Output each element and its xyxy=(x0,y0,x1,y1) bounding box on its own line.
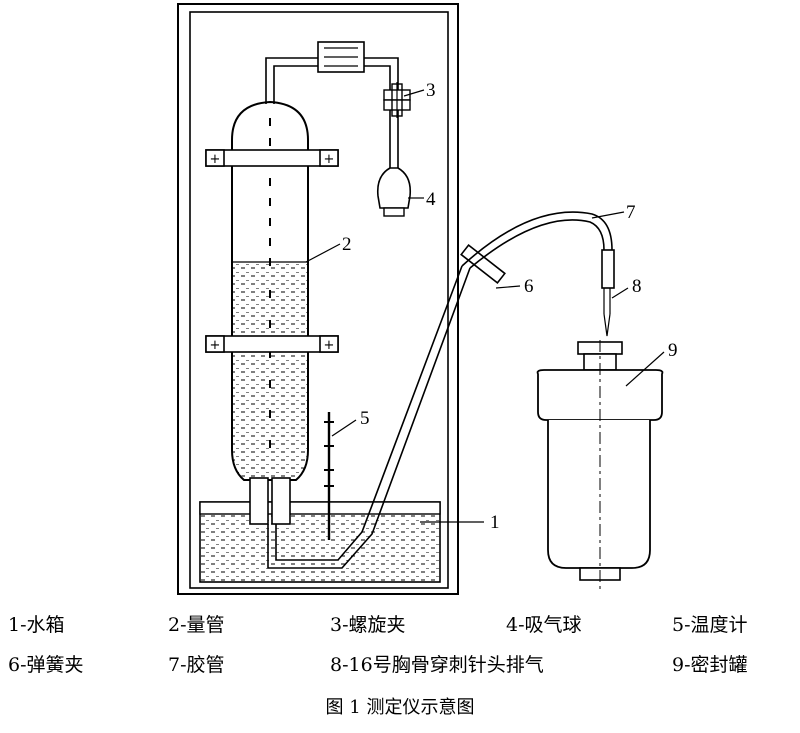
svg-text:+: + xyxy=(210,338,221,353)
suction-bulb xyxy=(376,167,412,217)
water-tank xyxy=(199,501,441,583)
measuring-tube xyxy=(231,57,318,525)
puncture-needle xyxy=(601,249,615,337)
legend-item-9: 9-密封罐 xyxy=(672,654,748,676)
leader-lines xyxy=(305,89,665,523)
lower-bracket: + + xyxy=(205,335,339,353)
top-connector xyxy=(317,41,399,196)
callout-4: 4 xyxy=(426,189,436,210)
callout-8: 8 xyxy=(632,276,642,297)
legend-item-3: 3-螺旋夹 xyxy=(330,614,406,636)
legend-item-6: 6-弹簧夹 xyxy=(8,654,84,676)
figure-caption: 图 1 测定仪示意图 xyxy=(325,697,475,718)
callout-1: 1 xyxy=(490,512,500,533)
thermometer xyxy=(324,412,334,540)
drain-tube xyxy=(267,265,471,569)
upper-bracket: + + xyxy=(205,149,339,167)
callout-6: 6 xyxy=(524,276,534,297)
svg-text:+: + xyxy=(324,152,335,167)
legend-item-4: 4-吸气球 xyxy=(506,614,582,636)
callout-5: 5 xyxy=(360,408,370,429)
legend: 1-水箱 2-量管 3-螺旋夹 4-吸气球 5-温度计 6-弹簧夹 7-胶管 8… xyxy=(0,610,800,690)
rubber-tube xyxy=(461,211,613,269)
legend-item-8: 8-16号胸骨穿刺针头排气 xyxy=(330,654,544,676)
svg-text:+: + xyxy=(324,338,335,353)
legend-item-5: 5-温度计 xyxy=(672,614,748,636)
svg-text:+: + xyxy=(210,152,221,167)
legend-item-1: 1-水箱 xyxy=(8,614,65,636)
legend-item-7: 7-胶管 xyxy=(168,654,225,676)
callout-2: 2 xyxy=(342,234,352,255)
callout-7: 7 xyxy=(626,202,636,223)
apparatus-diagram: + + + + xyxy=(177,3,678,595)
spring-clamp xyxy=(460,243,506,285)
callout-9: 9 xyxy=(668,340,678,361)
screw-clamp xyxy=(383,82,411,118)
legend-item-2: 2-量管 xyxy=(168,614,225,636)
sealed-can xyxy=(536,340,664,590)
callout-3: 3 xyxy=(426,80,436,101)
